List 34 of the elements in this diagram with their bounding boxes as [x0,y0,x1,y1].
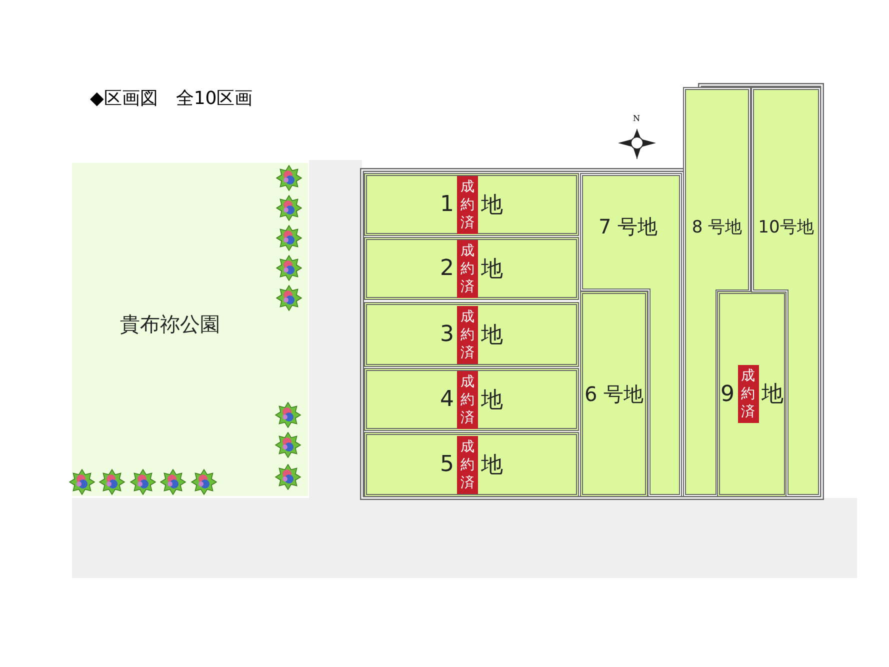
lot-suffix: 地 [481,192,503,220]
lot-number: 2 [440,256,454,281]
sold-badge: 成約済 [457,176,478,234]
lot-suffix: 地 [481,452,503,480]
lot-label: 6 号地 [584,380,644,408]
lot-number: 1 [440,192,454,217]
lot-label: 10号地 [758,216,814,238]
park-area [72,163,308,496]
lot-suffix: 地 [481,322,503,350]
sold-badge: 成約済 [738,365,758,423]
north-label: N [633,114,640,123]
sold-badge: 成約済 [457,306,478,364]
lot-parcel [717,291,787,497]
title: ◆区画図 全10区画 [90,87,253,110]
lot-parcel [364,173,579,236]
lot-number: 9 [720,382,734,406]
lot-suffix: 地 [481,256,503,284]
lot-suffix: 地 [762,381,784,409]
park-name: 貴布祢公園 [120,311,220,338]
lot-parcel [580,291,648,497]
lot-parcel [364,432,579,497]
lot-label: 8 号地 [692,216,742,238]
lot-suffix: 地 [481,386,503,414]
lot-number: 5 [440,452,454,477]
sold-badge: 成約済 [457,240,478,298]
lot-parcel [364,237,579,300]
lot-parcel [580,173,682,497]
sold-badge: 成約済 [457,436,478,494]
lot-number: 4 [440,387,454,412]
lot-number: 3 [440,322,454,347]
lot-label: 7 号地 [598,214,658,240]
sold-badge: 成約済 [457,370,478,428]
lot-parcel [364,368,579,431]
lot-parcel [364,302,579,367]
